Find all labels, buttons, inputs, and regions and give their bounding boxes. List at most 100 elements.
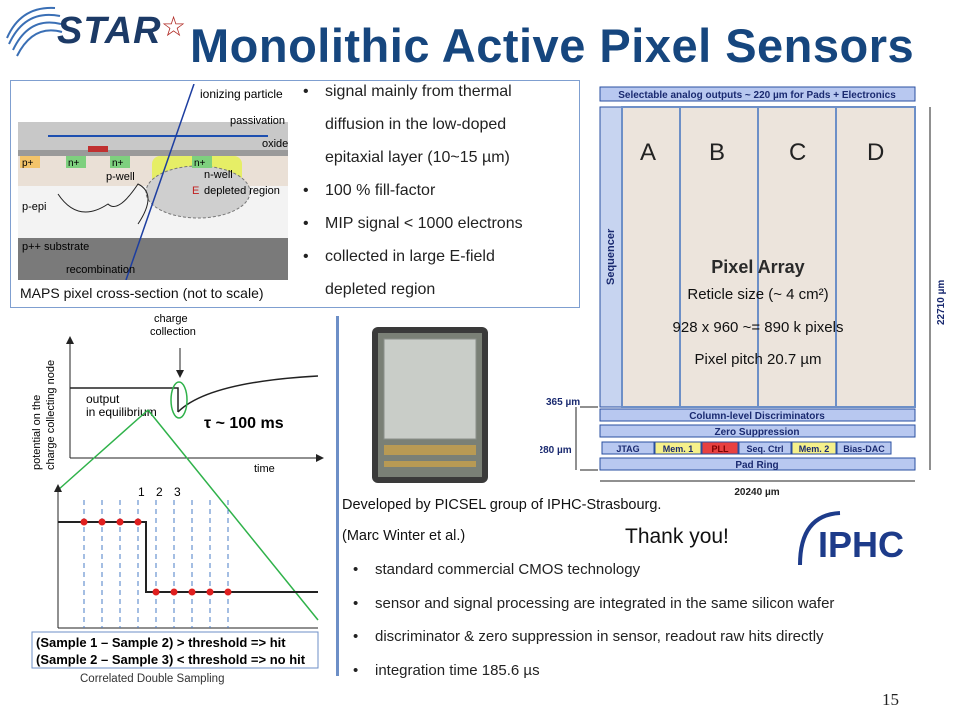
ylabel-1: potential on the bbox=[31, 395, 43, 470]
bottom-bullet-1: standard commercial CMOS technology bbox=[353, 553, 955, 587]
label-nplus-2: n+ bbox=[112, 158, 124, 169]
pixel-array-label: Pixel Array bbox=[711, 257, 804, 277]
quadrant-b: B bbox=[709, 139, 725, 166]
label-nplus-3: n+ bbox=[194, 158, 206, 169]
reticle-size: Reticle size (~ 4 cm²) bbox=[687, 286, 828, 303]
sample-point-4 bbox=[152, 588, 160, 596]
label-nwell: n-well bbox=[204, 169, 233, 181]
block-2 bbox=[701, 441, 739, 455]
chip-layout-diagram: Selectable analog outputs ~ 220 µm for P… bbox=[540, 86, 947, 498]
pad-ring-bar bbox=[599, 457, 916, 471]
label-substrate: p++ substrate bbox=[22, 241, 89, 253]
quadrant-a: A bbox=[640, 139, 656, 166]
sample-label-1: 1 bbox=[138, 485, 145, 499]
block-4 bbox=[791, 441, 837, 455]
label-pplus: p+ bbox=[22, 158, 34, 169]
top-bullet-4-line-1: collected in large E-field bbox=[325, 248, 495, 265]
block-0 bbox=[601, 441, 655, 455]
developed-by: Developed by PICSEL group of IPHC-Strasb… bbox=[342, 497, 662, 513]
pixel-pitch: Pixel pitch 20.7 µm bbox=[694, 351, 821, 368]
sample-point-5 bbox=[170, 588, 178, 596]
output-label-2: in equilibrium bbox=[86, 405, 157, 419]
quadrant-c: C bbox=[789, 139, 806, 166]
particle-track bbox=[125, 84, 195, 280]
cross-section-caption: MAPS pixel cross-section (not to scale) bbox=[20, 285, 264, 301]
block-5 bbox=[836, 441, 892, 455]
star-symbol-icon: ☆ bbox=[161, 11, 187, 42]
label-efield: E bbox=[192, 185, 199, 197]
p-plus-1 bbox=[20, 156, 40, 168]
developed-authors: (Marc Winter et al.) bbox=[342, 528, 466, 544]
sample-point-3 bbox=[134, 518, 142, 526]
cds-rule-2: (Sample 2 – Sample 3) < threshold => no … bbox=[36, 652, 306, 667]
bottom-bullet-list: standard commercial CMOS technology sens… bbox=[353, 553, 955, 687]
star-logo-text: STAR bbox=[57, 10, 162, 52]
output-label-1: output bbox=[86, 392, 120, 406]
top-bullet-4: collected in large E-field depleted regio… bbox=[303, 240, 585, 306]
page-title: Monolithic Active Pixel Sensors bbox=[190, 19, 915, 72]
charge-label-1: charge bbox=[154, 313, 188, 325]
label-nplus-1: n+ bbox=[68, 158, 80, 169]
label-ionizing: ionizing particle bbox=[200, 87, 283, 101]
sample-point-1 bbox=[98, 518, 106, 526]
zoom-line-right bbox=[147, 409, 319, 621]
label-oxide: oxide bbox=[262, 138, 288, 150]
pad-ring-label: Pad Ring bbox=[735, 460, 778, 471]
block-label-2: PLL bbox=[712, 444, 730, 454]
signal-plot: charge collection output in equilibrium … bbox=[31, 313, 324, 475]
thank-you: Thank you! bbox=[625, 525, 729, 548]
sample-point-6 bbox=[188, 588, 196, 596]
bottom-bullet-3: discriminator & zero suppression in sens… bbox=[353, 620, 955, 654]
block-label-0: JTAG bbox=[616, 444, 639, 454]
top-bullet-4-line-2: depleted region bbox=[325, 281, 436, 298]
top-bullet-list: signal mainly from thermal diffusion in t… bbox=[303, 75, 585, 306]
top-bullet-3: MIP signal < 1000 electrons bbox=[303, 207, 585, 240]
diffusion-path bbox=[57, 183, 149, 225]
dim-3280: 3280 µm bbox=[540, 445, 572, 456]
cds-caption: Correlated Double Sampling bbox=[80, 673, 225, 685]
chip-image bbox=[372, 327, 488, 483]
label-pwell: p-well bbox=[106, 171, 135, 183]
bottom-bullet-2: sensor and signal processing are integra… bbox=[353, 587, 955, 621]
n-plus-1 bbox=[66, 156, 86, 168]
block-label-1: Mem. 1 bbox=[663, 444, 694, 454]
cds-rule-box bbox=[31, 631, 319, 669]
highlight-ellipse bbox=[170, 381, 188, 419]
top-bullet-1-line-3: epitaxial layer (10~15 µm) bbox=[325, 149, 510, 166]
chip-photo bbox=[370, 325, 490, 485]
sample-point-2 bbox=[116, 518, 124, 526]
sample-label-3: 3 bbox=[174, 485, 181, 499]
block-3 bbox=[738, 441, 792, 455]
n-plus-3 bbox=[192, 156, 212, 168]
col-disc-label: Column-level Discriminators bbox=[689, 411, 825, 422]
width-dim: 20240 µm bbox=[734, 487, 779, 498]
gate bbox=[88, 146, 108, 152]
pixel-count: 928 x 960 ~= 890 k pixels bbox=[673, 319, 844, 336]
star-swoosh-icon bbox=[6, 6, 63, 57]
quadrant-d: D bbox=[867, 139, 884, 166]
tau-label: τ ~ 100 ms bbox=[204, 415, 284, 432]
label-pepi: p-epi bbox=[22, 201, 46, 213]
time-label: time bbox=[254, 463, 275, 475]
block-label-4: Mem. 2 bbox=[799, 444, 830, 454]
signal-curve bbox=[70, 387, 179, 412]
top-bar-label: Selectable analog outputs ~ 220 µm for P… bbox=[618, 90, 896, 101]
star-logo: STAR ☆ bbox=[5, 4, 187, 62]
charge-label-2: collection bbox=[150, 326, 196, 338]
page-number: 15 bbox=[882, 690, 899, 709]
cds-diagram: 1 2 3 (Sample 1 – Sample 2) > threshold … bbox=[31, 409, 319, 669]
sample-point-7 bbox=[206, 588, 214, 596]
block-label-5: Bias-DAC bbox=[843, 444, 885, 454]
sample-point-0 bbox=[80, 518, 88, 526]
cds-waveform bbox=[58, 521, 318, 593]
substrate-layer bbox=[18, 238, 288, 280]
cross-section-diagram: ionizing particle passivation oxide p+ n… bbox=[18, 84, 288, 280]
label-depleted: depleted region bbox=[204, 185, 280, 197]
oxide-layer bbox=[18, 150, 288, 156]
top-bullet-2: 100 % fill-factor bbox=[303, 174, 585, 207]
top-bullet-1-line-2: diffusion in the low-doped bbox=[325, 116, 507, 133]
sample-point-8 bbox=[224, 588, 232, 596]
label-passivation: passivation bbox=[230, 115, 285, 127]
top-bullet-1-line-1: signal mainly from thermal bbox=[325, 83, 512, 100]
